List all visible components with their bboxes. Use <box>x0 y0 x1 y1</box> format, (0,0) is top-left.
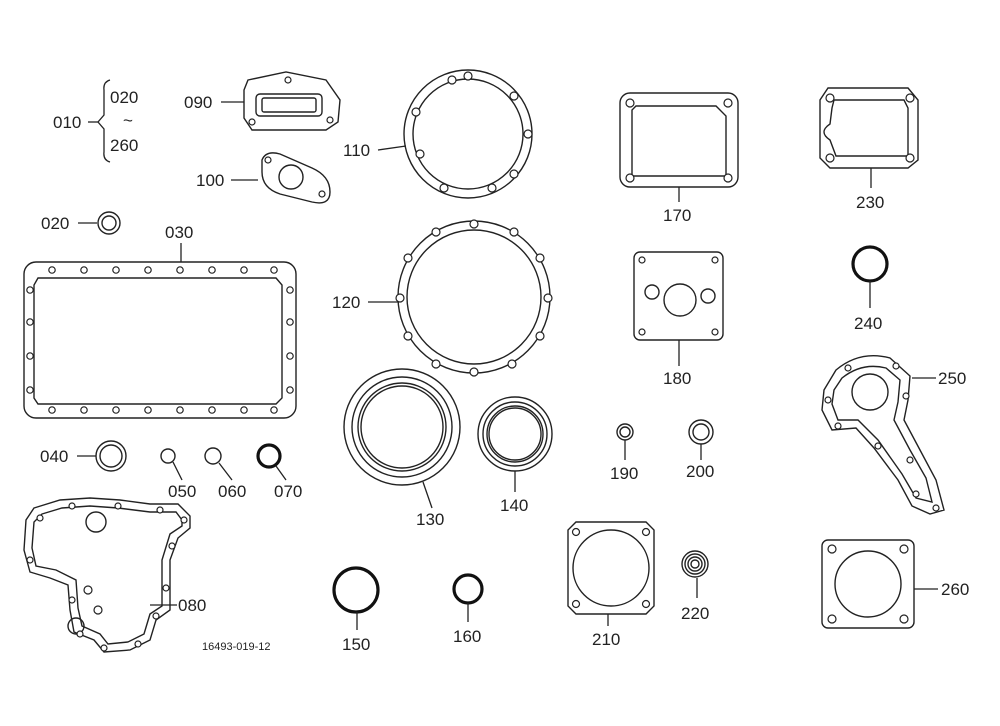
part-190-seal <box>616 423 634 441</box>
label-190: 190 <box>610 464 638 483</box>
label-160: 160 <box>453 627 481 646</box>
label-070: 070 <box>274 482 302 501</box>
label-120: 120 <box>332 293 360 312</box>
label-110: 110 <box>343 141 370 160</box>
label-180: 180 <box>663 369 691 388</box>
part-080-gear-case-gasket <box>23 497 191 653</box>
part-180-plate-gasket <box>633 251 724 341</box>
label-080: 080 <box>178 596 206 615</box>
label-030: 030 <box>165 223 193 242</box>
part-040-seal <box>95 440 127 472</box>
part-050-o-ring <box>160 448 176 464</box>
part-120-gasket <box>395 219 553 377</box>
label-kit-range-sep: ~ <box>123 111 133 130</box>
kit-010-bracket <box>88 79 111 163</box>
label-kit-range-end: 260 <box>110 136 138 155</box>
part-090-gasket <box>243 71 341 131</box>
label-140: 140 <box>500 496 528 515</box>
label-100: 100 <box>196 171 224 190</box>
label-220: 220 <box>681 604 709 623</box>
drawing-code: 16493-019-12 <box>202 641 271 653</box>
part-230-gasket <box>819 87 919 169</box>
label-130: 130 <box>416 510 444 529</box>
label-260: 260 <box>941 580 969 599</box>
label-210: 210 <box>592 630 620 649</box>
label-060: 060 <box>218 482 246 501</box>
part-060-o-ring <box>204 447 222 465</box>
part-240-o-ring <box>851 245 889 283</box>
part-210-gasket <box>567 521 655 615</box>
label-040: 040 <box>40 447 68 466</box>
label-250: 250 <box>938 369 966 388</box>
label-kit-range-start: 020 <box>110 88 138 107</box>
label-020: 020 <box>41 214 69 233</box>
label-050: 050 <box>168 482 196 501</box>
part-070-o-ring <box>256 443 282 469</box>
part-250-water-pump-gasket <box>821 355 945 515</box>
part-020-seal <box>97 211 121 235</box>
label-200: 200 <box>686 462 714 481</box>
label-150: 150 <box>342 635 370 654</box>
part-200-seal <box>688 419 714 445</box>
part-220-seal <box>681 550 709 578</box>
part-140-oil-seal <box>477 396 553 472</box>
part-170-cover-gasket <box>619 92 739 188</box>
part-260-gasket <box>821 539 915 629</box>
part-110-gasket <box>403 69 533 199</box>
label-240: 240 <box>854 314 882 333</box>
part-130-oil-seal <box>343 368 461 486</box>
part-160-o-ring <box>452 573 484 605</box>
label-090: 090 <box>184 93 212 112</box>
part-150-o-ring <box>332 566 380 614</box>
label-230: 230 <box>856 193 884 212</box>
label-010: 010 <box>53 113 81 132</box>
label-170: 170 <box>663 206 691 225</box>
part-030-oil-pan-gasket <box>23 261 297 419</box>
part-100-gasket <box>261 152 331 204</box>
